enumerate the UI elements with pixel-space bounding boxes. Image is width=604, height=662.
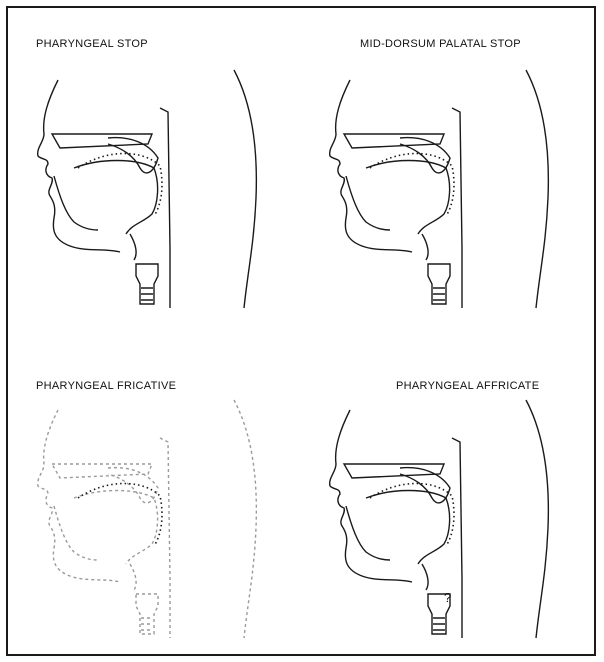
velum: [108, 138, 158, 173]
panel-pharyngeal-fricative: PHARYNGEAL FRICATIVE: [8, 338, 300, 658]
jaw: [54, 176, 98, 230]
jaw: [346, 176, 390, 230]
spine-outline: [234, 70, 256, 308]
panel-pharyngeal-affricate: PHARYNGEAL AFFRICATE ?: [300, 338, 592, 658]
vocal-tract-diagram: [300, 338, 592, 658]
pharynx-wall: [452, 438, 462, 638]
larynx-ring: [433, 618, 445, 630]
larynx-ring: [141, 288, 153, 300]
pharynx-wall: [452, 108, 462, 308]
panel-pharyngeal-stop: PHARYNGEAL STOP: [8, 8, 300, 328]
velum: [400, 468, 450, 503]
larynx-ring: [141, 618, 153, 630]
articulation-contour: [78, 484, 162, 547]
jaw: [54, 506, 98, 560]
pharynx-wall: [160, 438, 170, 638]
pharynx-wall: [160, 108, 170, 308]
tongue: [74, 161, 158, 235]
tongue: [366, 161, 450, 235]
spine-outline: [526, 70, 548, 308]
larynx-ring: [433, 288, 445, 300]
velum: [108, 468, 158, 503]
vocal-tract-diagram: [300, 8, 592, 328]
tongue: [366, 491, 450, 565]
velum: [400, 138, 450, 173]
panel-mid-dorsum-palatal-stop: MID-DORSUM PALATAL STOP: [300, 8, 592, 328]
larynx: [428, 264, 450, 304]
epiglottis: [422, 564, 428, 590]
epiglottis: [130, 234, 136, 260]
jaw: [346, 506, 390, 560]
vocal-tract-diagram: [8, 338, 300, 658]
palate: [52, 464, 152, 478]
figure-frame: PHARYNGEAL STOP MID-DORSUM PALATAL STOP …: [6, 6, 596, 656]
epiglottis: [130, 564, 136, 590]
face-profile: [38, 410, 120, 582]
epiglottis: [422, 234, 428, 260]
spine-outline: [234, 400, 256, 638]
spine-outline: [526, 400, 548, 638]
larynx: [136, 594, 158, 634]
question-mark-annotation: ?: [444, 590, 451, 605]
tongue: [74, 491, 158, 565]
vocal-tract-diagram: [8, 8, 300, 328]
larynx: [136, 264, 158, 304]
